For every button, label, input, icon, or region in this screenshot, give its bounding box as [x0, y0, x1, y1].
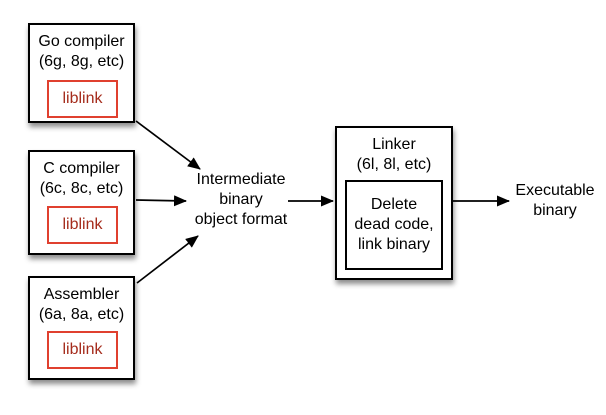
label-intermediate-binary-object-format: Intermediate binary object format	[182, 170, 300, 230]
node-title: Linker	[372, 136, 416, 153]
node-liblink-c: liblink	[47, 206, 118, 244]
arrow-go-compiler-to-intermediate	[135, 120, 201, 170]
node-liblink-go: liblink	[47, 80, 118, 118]
node-subtitle: (6g, 8g, etc)	[38, 53, 125, 70]
arrow-c-compiler-to-intermediate	[135, 195, 187, 207]
arrow-assembler-to-intermediate	[136, 235, 199, 284]
node-subtitle: (6l, 8l, etc)	[356, 156, 432, 173]
node-go-compiler: Go compiler (6g, 8g, etc) liblink	[28, 23, 135, 123]
label-line: binary	[219, 191, 263, 208]
liblink-label: liblink	[62, 90, 103, 107]
label-line: Intermediate	[196, 171, 286, 188]
node-subtitle: (6c, 8c, etc)	[39, 180, 124, 197]
node-liblink-assembler: liblink	[47, 331, 118, 369]
linker-task-line: link binary	[357, 236, 431, 253]
linker-task-line: dead code,	[354, 216, 434, 233]
node-title: Assembler	[43, 286, 120, 303]
liblink-label: liblink	[62, 341, 103, 358]
node-title: C compiler	[43, 160, 120, 177]
node-assembler: Assembler (6a, 8a, etc) liblink	[28, 276, 135, 380]
linker-task-line: Delete	[370, 196, 418, 213]
node-title: Go compiler	[38, 33, 125, 50]
liblink-label: liblink	[62, 216, 103, 233]
label-executable-binary: Executable binary	[506, 181, 604, 221]
node-linker: Linker (6l, 8l, etc) Delete dead code, l…	[335, 126, 453, 280]
node-linker-task: Delete dead code, link binary	[345, 180, 443, 270]
node-subtitle: (6a, 8a, etc)	[38, 306, 125, 323]
label-line: binary	[533, 202, 577, 219]
label-line: Executable	[515, 182, 595, 199]
label-line: object format	[194, 211, 288, 228]
node-c-compiler: C compiler (6c, 8c, etc) liblink	[28, 150, 135, 255]
